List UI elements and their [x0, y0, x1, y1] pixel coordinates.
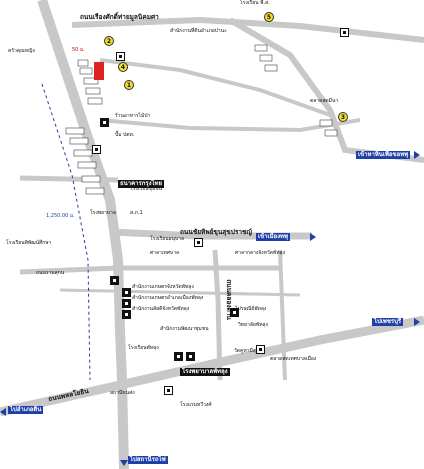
label-school-e: วิทยาลัยพัทลุง — [238, 322, 268, 328]
direction-to-station: ไปสถานีรถไฟ — [128, 456, 168, 464]
arrow-east-2 — [310, 233, 316, 241]
label-office-land: สำนักงานที่ดินอำเภอปานะ — [170, 28, 227, 34]
office-c-icon — [122, 310, 131, 319]
gas-icon — [100, 118, 109, 127]
label-school-mid: โรงเรียนชุมชน — [130, 186, 163, 192]
label-school-left: โรงเรียนพิพัฒน์ศึกษา — [6, 240, 52, 246]
label-school-f: โรงเรียนพัทลุง — [128, 345, 159, 351]
office-icon — [110, 276, 119, 285]
school-kid-icon — [194, 238, 203, 247]
road-top — [71, 16, 424, 43]
label-bus: สถานีขนส่ง — [110, 390, 135, 396]
arrow-south — [120, 460, 128, 466]
label-top-road: ถนนเรืองศักดิ์ท่ายมูลนิคมศา — [80, 13, 159, 21]
distance-top: 50 ม. — [72, 47, 85, 53]
pin-5[interactable]: 5 — [264, 12, 274, 22]
label-post: ไปรษณีย์พัทลุง — [235, 306, 267, 312]
arrow-east-3 — [414, 318, 420, 326]
school-top-icon — [340, 28, 349, 37]
post-icon — [230, 308, 239, 317]
label-school-top: โรงเรียน พี.ส. — [240, 0, 270, 6]
building-blocks — [65, 44, 338, 195]
arrow-east-1 — [414, 151, 420, 159]
label-office-a: สำนักงานเกษตรจังหวัดพัทลุง — [132, 284, 194, 290]
label-gas: ปั๊ม ปตท. — [115, 132, 135, 138]
label-chang: ครัวคุณหญิง — [8, 48, 35, 54]
road-conn — [99, 58, 331, 117]
pin-3[interactable]: 3 — [338, 112, 348, 122]
direction-to-phetchaburi: ไปเพชรบุรี — [372, 318, 404, 326]
label-temple-c: วัดคูหามีสุข — [234, 348, 260, 354]
school-f-icon — [174, 352, 183, 361]
label-hospital-s: โรงพยาบาลพัทลุง — [180, 368, 230, 376]
road-ram — [19, 265, 119, 275]
label-office-d: สำนักงานพัฒนาชุมชน — [160, 326, 209, 332]
bank-icon — [92, 145, 101, 154]
distance-line — [41, 83, 91, 381]
label-hotel: โรงแรมทวีวงศ์ — [180, 402, 212, 408]
road-inner — [59, 288, 301, 297]
label-bank: ธนาคารกรุงไทย — [118, 180, 165, 188]
market-icon — [256, 345, 265, 354]
label-market: ตลาดสดมีนา — [310, 98, 339, 104]
pin-1[interactable]: 1 — [124, 80, 134, 90]
road-vertical-2 — [278, 249, 287, 381]
office-a-icon — [122, 288, 131, 297]
label-ram-road: ถนนรามสุกน — [36, 270, 65, 276]
road-vertical — [212, 249, 223, 381]
direction-to-bangkok: ไปอำเภอดิน — [8, 406, 44, 414]
distance-side: 1,250.00 ม. — [46, 213, 75, 219]
direction-to-sila: เข้าหาหินเพื่อขอทพุ — [356, 151, 411, 159]
pin-2[interactable]: 2 — [104, 36, 114, 46]
hotel-icon — [164, 386, 173, 395]
office-b-icon — [122, 299, 131, 308]
label-shop: ร้านอาหารไม้ป่า — [115, 113, 151, 119]
arrow-west — [0, 408, 6, 416]
direction-to-mueang: เข้าเมืองทพุ — [256, 233, 290, 241]
road-west — [19, 175, 119, 183]
label-city-hall: ศาลากลางจังหวัดพัทลุง — [235, 250, 286, 256]
label-tambon-road: ถนนชัยทิพย์ขุนสุขปราชญ์ — [180, 228, 252, 236]
hospital-icon — [186, 352, 195, 361]
building-icon — [116, 52, 125, 61]
label-school-kid: โรงเรียนอนุบาล — [150, 236, 185, 242]
label-office-b: สำนักงานเกษตรอำเภอเมืองพัทลุง — [132, 295, 204, 301]
road-south — [0, 315, 424, 417]
label-office-c: สำนักงานสัสดีจังหวัดพัทลุง — [132, 306, 190, 312]
label-hospital: โรงพยาบาล — [90, 210, 116, 216]
landmark-red — [94, 62, 104, 80]
label-temple-a: ศาลาเทศบาล — [150, 250, 180, 256]
pin-4[interactable]: 4 — [118, 62, 128, 72]
label-market-s: ตลาดสดเทศบาลเมือง — [270, 356, 317, 362]
label-police: ส.ภ.1 — [130, 210, 143, 216]
